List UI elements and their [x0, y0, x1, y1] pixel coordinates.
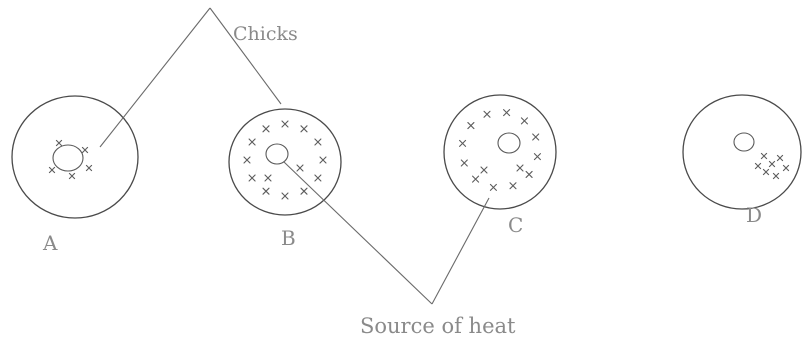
panel-label-b: B	[281, 226, 296, 250]
panel-b: B	[229, 109, 341, 250]
chick-mark	[460, 140, 466, 146]
chick-mark	[761, 153, 766, 158]
chick-mark	[468, 123, 474, 129]
brooder-ring-b	[229, 109, 341, 215]
panel-label-c: C	[508, 213, 523, 237]
chick-mark	[263, 188, 269, 194]
chick-mark	[461, 160, 467, 166]
chick-mark	[86, 165, 91, 170]
chick-mark	[490, 184, 496, 190]
chick-mark	[282, 193, 288, 199]
brooder-ring-a	[12, 96, 138, 218]
chick-mark	[755, 163, 760, 168]
chick-mark	[473, 176, 479, 182]
chick-mark	[533, 134, 539, 140]
heat-source-callout-label: Source of heat	[360, 314, 516, 338]
panel-a: A	[12, 96, 138, 255]
chicks-callout-label: Chicks	[233, 23, 298, 45]
chick-mark	[56, 140, 61, 145]
chick-mark	[504, 110, 510, 116]
chick-mark	[777, 155, 782, 160]
chick-mark	[521, 118, 527, 124]
chick-mark	[282, 121, 288, 127]
chick-mark	[49, 167, 54, 172]
chick-mark	[510, 183, 516, 189]
chick-mark	[769, 161, 774, 166]
chick-mark	[297, 165, 303, 171]
panel-d: D	[683, 95, 801, 227]
chick-mark	[265, 175, 271, 181]
heat-source-d	[734, 133, 754, 151]
panel-label-d: D	[746, 203, 762, 227]
chicks-group-d	[755, 153, 788, 178]
panel-label-a: A	[42, 231, 58, 255]
chick-mark	[481, 167, 487, 173]
chicks-group-a	[49, 140, 91, 178]
heat-source-a	[53, 145, 83, 171]
heat-source-pointer-lines	[284, 162, 489, 304]
chick-mark	[315, 175, 321, 181]
chick-mark	[244, 157, 250, 163]
chick-mark	[69, 173, 74, 178]
brooder-ring-d	[683, 95, 801, 209]
chick-mark	[249, 175, 255, 181]
heat-source-b	[266, 144, 288, 164]
heat-source-c	[498, 133, 520, 153]
panel-c: C	[444, 95, 556, 237]
chick-mark	[534, 154, 540, 160]
chicks-group-c	[460, 110, 541, 191]
chick-mark	[517, 165, 523, 171]
chick-mark	[249, 139, 255, 145]
chicks-group-b	[244, 121, 326, 199]
chick-mark	[315, 139, 321, 145]
chick-mark	[763, 169, 768, 174]
chick-mark	[484, 111, 490, 117]
chick-mark	[773, 173, 778, 178]
brooder-ring-c	[444, 95, 556, 209]
chick-mark	[263, 126, 269, 132]
chick-mark	[301, 188, 307, 194]
chick-mark	[320, 157, 326, 163]
chick-mark	[82, 147, 87, 152]
chick-mark	[526, 171, 532, 177]
chick-mark	[783, 165, 788, 170]
chick-mark	[301, 126, 307, 132]
